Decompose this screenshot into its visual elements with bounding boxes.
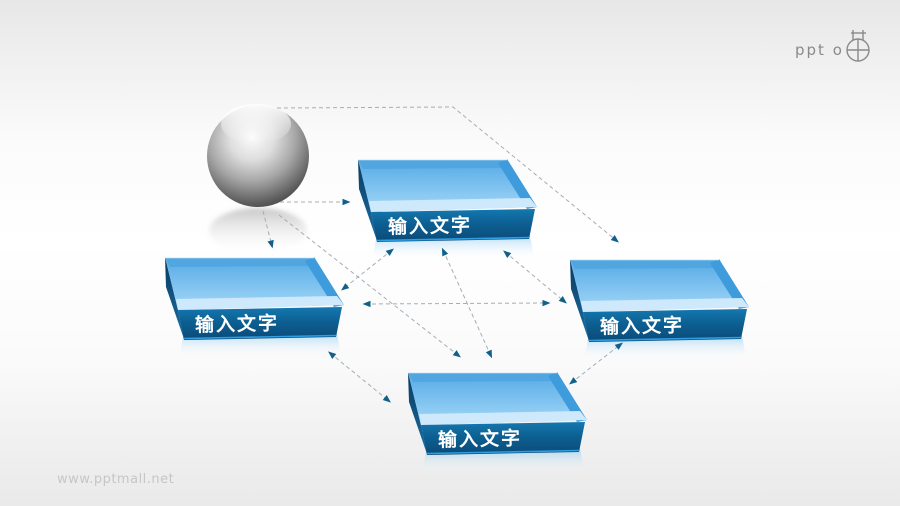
box-bottom-label: 输入文字	[438, 427, 522, 452]
arrowhead-icon	[382, 395, 391, 403]
arrow-top-bottom	[442, 249, 492, 357]
box-bottom[interactable]: 输入文字	[407, 371, 588, 474]
logo-text: ppt o	[795, 41, 844, 59]
arrowhead-icon	[452, 350, 461, 358]
box-top-label: 输入文字	[388, 214, 472, 239]
watermark: www.pptmall.net	[57, 472, 174, 487]
arrowhead-icon	[558, 296, 567, 304]
connector-arrows	[262, 106, 623, 403]
box-left-label: 输入文字	[195, 312, 279, 337]
tray-shape	[357, 158, 538, 261]
box-left[interactable]: 输入文字	[164, 256, 345, 359]
arrow-sphere-to-bottom-box	[278, 214, 460, 357]
arrowhead-icon	[328, 351, 337, 359]
arrowhead-icon	[385, 248, 394, 256]
sphere-reflection	[209, 208, 307, 254]
glossy-sphere-icon	[207, 104, 309, 207]
compass-circle-logo-icon	[846, 30, 870, 62]
box-right-label: 输入文字	[600, 314, 684, 339]
arrow-bottom-right	[570, 343, 622, 384]
arrowhead-icon	[362, 300, 371, 308]
arrow-top-right	[504, 251, 566, 303]
box-right[interactable]: 输入文字	[569, 258, 750, 361]
arrowhead-icon	[441, 247, 449, 257]
arrow-top-left	[342, 249, 393, 290]
logo: ppt o	[795, 30, 870, 62]
arrow-left-right	[364, 302, 549, 305]
arrow-sphere-to-right-box	[276, 106, 618, 242]
tray-shape	[164, 256, 345, 359]
arrowhead-icon	[569, 377, 578, 385]
box-top[interactable]: 输入文字	[357, 158, 538, 261]
arrowhead-icon	[614, 342, 623, 350]
arrowhead-icon	[341, 283, 350, 291]
arrowhead-icon	[503, 250, 512, 258]
arrowhead-icon	[542, 299, 551, 307]
tray-shape	[569, 258, 750, 361]
arrowhead-icon	[610, 235, 619, 243]
tray-shape	[407, 371, 588, 474]
arrowhead-icon	[485, 349, 493, 359]
arrowhead-icon	[267, 239, 274, 249]
arrow-left-bottom	[329, 352, 390, 402]
arrowhead-icon	[342, 198, 351, 206]
arrow-sphere-to-left-box	[262, 210, 273, 247]
